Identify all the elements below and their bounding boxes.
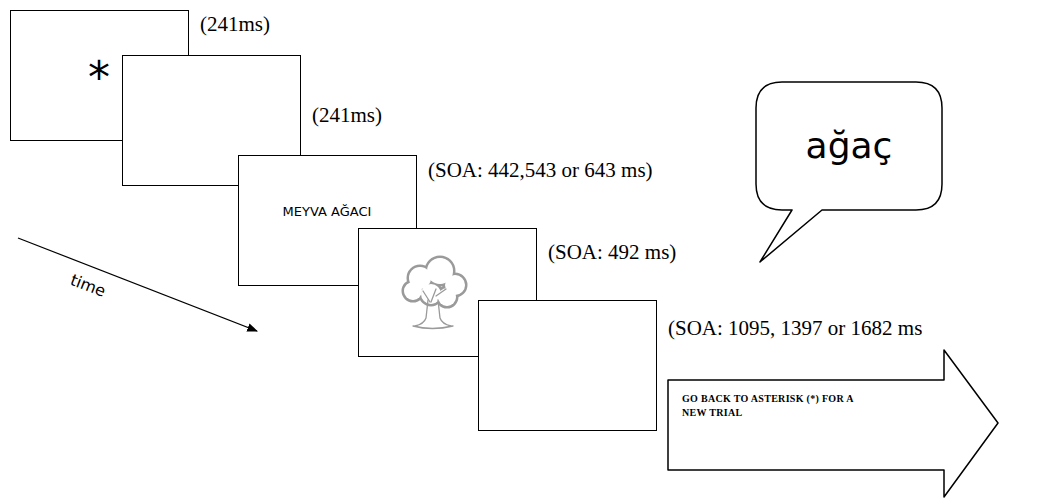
text-slot: GO BACK TO ASTERISK (*) FOR A NEW TRIAL xyxy=(682,392,854,419)
frame-group xyxy=(11,11,657,431)
text-slot: (SOA: 492 ms) xyxy=(548,240,676,265)
time-arrow xyxy=(18,238,257,331)
text-slot: MEYVA AĞACI xyxy=(238,204,416,220)
bubble-outline xyxy=(752,78,946,268)
timing-label: (241ms) xyxy=(200,12,270,37)
text-slot: * xyxy=(10,56,188,100)
bubble-shape xyxy=(756,82,942,262)
arrow-outline xyxy=(664,346,1004,500)
timing-label: (SOA: 442,543 or 643 ms) xyxy=(428,158,653,183)
text-slot: ağaç xyxy=(756,82,942,210)
tree-picture xyxy=(403,257,466,329)
screen-text: MEYVA AĞACI xyxy=(238,204,416,220)
frame-outline xyxy=(479,301,657,431)
screen-frame: *(241ms) xyxy=(10,10,188,140)
screen-frame: (241ms) xyxy=(122,55,300,185)
spoken-word: ağaç xyxy=(806,124,893,167)
arrow-body xyxy=(668,350,998,497)
speech-bubble: ağaç xyxy=(752,78,946,268)
text-slot: (241ms) xyxy=(200,12,270,37)
screen-text: * xyxy=(10,56,188,100)
text-slot: (SOA: 1095, 1397 or 1682 ms xyxy=(668,316,922,341)
text-slot: (241ms) xyxy=(312,103,382,128)
screen-frame: (SOA: 492 ms) xyxy=(358,228,536,356)
text-slot: (SOA: 442,543 or 643 ms) xyxy=(428,158,653,183)
timing-label: (SOA: 1095, 1397 or 1682 ms xyxy=(668,316,922,341)
timing-label: (SOA: 492 ms) xyxy=(548,240,676,265)
screen-frame: (SOA: 1095, 1397 or 1682 ms xyxy=(478,300,656,430)
timing-label: (241ms) xyxy=(312,103,382,128)
instruction-text: GO BACK TO ASTERISK (*) FOR A NEW TRIAL xyxy=(682,392,854,419)
arrow-shape: GO BACK TO ASTERISK (*) FOR A NEW TRIAL xyxy=(664,346,1004,500)
axis-label: time xyxy=(68,270,109,301)
screen-frame: MEYVA AĞACI(SOA: 442,543 or 643 ms) xyxy=(238,155,416,285)
